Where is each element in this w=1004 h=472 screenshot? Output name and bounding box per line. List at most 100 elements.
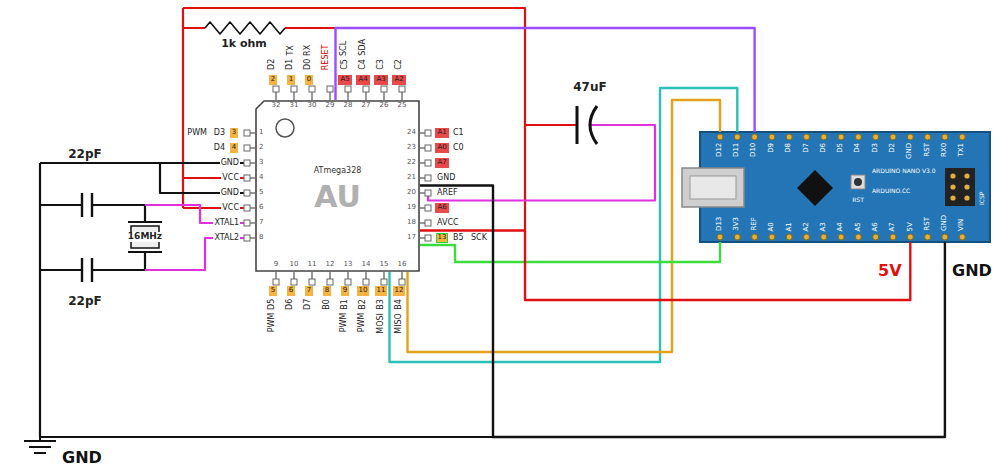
pin-number: 29 xyxy=(326,102,335,110)
board-pin-name: A3 xyxy=(820,222,828,231)
pin-pad xyxy=(363,86,369,92)
pin-number: 23 xyxy=(407,144,416,152)
pin-name: TX xyxy=(287,45,296,57)
pin-pad xyxy=(327,279,333,285)
header-pin xyxy=(752,234,758,240)
pin-number: 3 xyxy=(259,159,263,167)
port-box: A5 xyxy=(338,75,351,85)
pin-number: 13 xyxy=(344,261,353,269)
pin-name: GND xyxy=(436,174,456,183)
port-box: 10 xyxy=(357,286,370,296)
board-pin-name: A7 xyxy=(889,222,897,231)
header-pin xyxy=(821,134,827,140)
header-pin xyxy=(804,234,810,240)
pin-name: C4 xyxy=(359,58,368,71)
pin-pad xyxy=(327,86,333,92)
pin-pad xyxy=(425,190,431,196)
header-pin xyxy=(855,234,861,240)
pin-name: D5 xyxy=(269,298,278,311)
pin-number: 19 xyxy=(407,204,416,212)
port-box: 9 xyxy=(341,286,349,296)
pin-number: 4 xyxy=(259,174,263,182)
port-box: 2 xyxy=(269,75,277,85)
board-pin-name: A0 xyxy=(768,222,776,231)
pin-name: B4 xyxy=(395,298,404,311)
package-mark: AU xyxy=(314,180,361,213)
chip-body xyxy=(256,101,419,271)
pin-number: 25 xyxy=(398,102,407,110)
pin1-mark xyxy=(276,119,294,137)
pin-pad xyxy=(381,86,387,92)
pin-name: C2 xyxy=(395,58,404,71)
header-pin xyxy=(717,234,723,240)
board-pin-name: D11 xyxy=(733,143,741,157)
pin-pad xyxy=(309,279,315,285)
pin-number: 31 xyxy=(290,102,299,110)
pin-pad xyxy=(345,279,351,285)
pin-name: C5 xyxy=(341,58,350,71)
static-wires xyxy=(40,8,655,437)
pin-pad xyxy=(425,175,431,181)
pin-pad xyxy=(273,86,279,92)
board-pin-name: A1 xyxy=(785,222,793,231)
port-box: 7 xyxy=(305,286,313,296)
port-box: 11 xyxy=(375,286,388,296)
part-value: 22pF xyxy=(67,295,103,308)
board-pin-name: D13 xyxy=(716,217,724,231)
pin-pad xyxy=(244,130,250,136)
pin-name: SDA xyxy=(359,38,368,57)
pin-number: 2 xyxy=(259,144,263,152)
pin-name: D7 xyxy=(305,298,314,311)
board-pin-name: D7 xyxy=(803,143,811,153)
pin-number: 6 xyxy=(259,204,263,212)
pin-name: D2 xyxy=(269,58,278,71)
pin-pad xyxy=(291,86,297,92)
board-pin-name: A6 xyxy=(872,222,880,231)
board-pin-name: 5V xyxy=(906,222,914,231)
pin-number: 24 xyxy=(407,129,416,137)
ground-label: GND xyxy=(62,449,102,467)
port-box: 12 xyxy=(393,286,406,296)
pin-name: B3 xyxy=(377,298,386,311)
wire xyxy=(408,100,721,352)
port-box: 3 xyxy=(230,128,238,138)
pin-name: C0 xyxy=(452,144,465,153)
pin-name: C3 xyxy=(377,58,386,71)
pin-name: MOSI xyxy=(377,312,386,335)
header-pin xyxy=(925,234,931,240)
pin-pad xyxy=(244,220,250,226)
header-pin xyxy=(752,134,758,140)
board-pin-name: GND xyxy=(941,215,949,231)
board-pin-name: 3V3 xyxy=(733,217,741,231)
pin-pad xyxy=(425,205,431,211)
board-pin-name: D8 xyxy=(785,143,793,153)
ground-label: GND xyxy=(952,262,992,280)
port-box: A4 xyxy=(356,75,369,85)
pin-number: 15 xyxy=(380,261,389,269)
pin-number: 7 xyxy=(259,219,263,227)
board-marking: ICSP xyxy=(980,192,987,205)
pin-number: 22 xyxy=(407,159,416,167)
port-box: 8 xyxy=(323,286,331,296)
header-pin xyxy=(821,234,827,240)
pin-number: 9 xyxy=(274,261,278,269)
board-pin-name: D2 xyxy=(889,143,897,153)
pin-number: 18 xyxy=(407,219,416,227)
port-box: A2 xyxy=(392,75,405,85)
board-pin-name: RX0 xyxy=(941,143,949,157)
pin-name: RESET xyxy=(323,43,332,71)
pin-number: 17 xyxy=(407,234,416,242)
board-pin-name: D9 xyxy=(768,143,776,153)
header-pin xyxy=(838,234,844,240)
header-pin xyxy=(890,234,896,240)
header-pin xyxy=(907,134,913,140)
port-box: A6 xyxy=(435,203,448,213)
part-value: 1k ohm xyxy=(220,38,268,50)
pin-pad xyxy=(244,145,250,151)
pin-number: 8 xyxy=(259,234,263,242)
header-pin xyxy=(769,134,775,140)
pin-number: 20 xyxy=(407,189,416,197)
pin-name: PWM xyxy=(341,312,350,334)
pin-number: 28 xyxy=(344,102,353,110)
pin-pad xyxy=(309,86,315,92)
